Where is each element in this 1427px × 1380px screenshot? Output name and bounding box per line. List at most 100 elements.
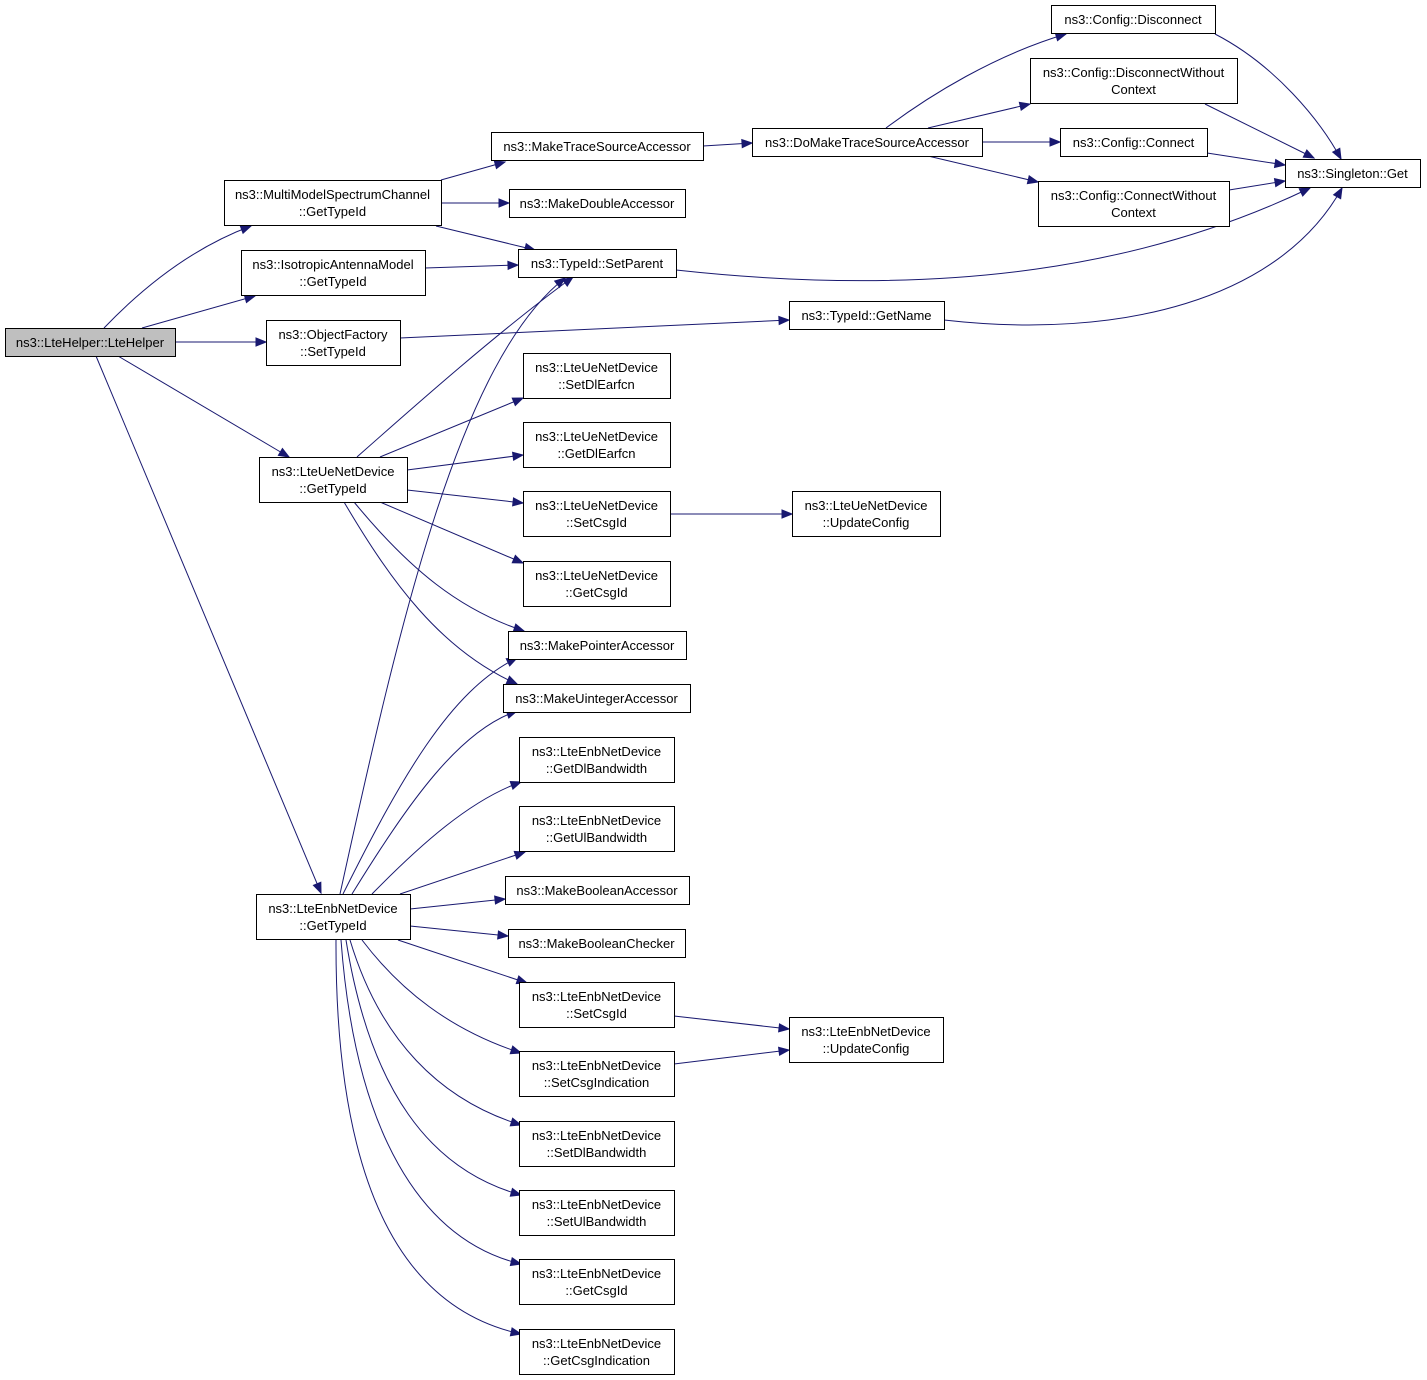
node-iso-gettypeid[interactable]: ns3::IsotropicAntennaModel::GetTypeId bbox=[241, 250, 426, 296]
edge-enb_gettypeid-to-enb_getdlbw bbox=[371, 781, 523, 895]
node-enb-gettypeid[interactable]: ns3::LteEnbNetDevice::GetTypeId bbox=[256, 894, 411, 940]
edge-arrowhead bbox=[507, 260, 520, 271]
edge-typeid_getname-to-singleton_get bbox=[943, 186, 1343, 326]
node-cfg-connect[interactable]: ns3::Config::Connect bbox=[1060, 128, 1208, 157]
edge-line bbox=[673, 1049, 790, 1065]
node-box bbox=[523, 561, 671, 607]
node-enb-updateconfig[interactable]: ns3::LteEnbNetDevice::UpdateConfig bbox=[789, 1017, 944, 1063]
node-make-uinteger[interactable]: ns3::MakeUintegerAccessor bbox=[503, 684, 691, 713]
node-ue-gettypeid[interactable]: ns3::LteUeNetDevice::GetTypeId bbox=[259, 457, 408, 503]
edge-enb_gettypeid-to-make_bool_acc bbox=[409, 895, 507, 910]
node-box bbox=[523, 353, 671, 399]
node-label-line: ns3::LteEnbNetDevice bbox=[268, 901, 397, 916]
node-enb-getcsgind[interactable]: ns3::LteEnbNetDevice::GetCsgIndication bbox=[519, 1329, 675, 1375]
node-box bbox=[503, 684, 691, 713]
node-typeid-getname[interactable]: ns3::TypeId::GetName bbox=[789, 301, 945, 330]
node-box bbox=[259, 457, 408, 503]
node-enb-setcsgind[interactable]: ns3::LteEnbNetDevice::SetCsgIndication bbox=[519, 1051, 675, 1097]
node-box bbox=[519, 1051, 675, 1097]
edge-arrowhead bbox=[509, 1045, 523, 1055]
node-make-trace[interactable]: ns3::MakeTraceSourceAccessor bbox=[491, 132, 704, 161]
edge-ue_gettypeid-to-ue_setcsgid bbox=[406, 489, 525, 507]
node-box bbox=[1038, 181, 1230, 227]
node-make-bool-acc[interactable]: ns3::MakeBooleanAccessor bbox=[505, 876, 690, 905]
node-label-line: ns3::Config::ConnectWithout bbox=[1051, 188, 1217, 203]
edge-ue_gettypeid-to-make_uinteger bbox=[343, 501, 519, 685]
edge-arrowhead bbox=[509, 1327, 523, 1337]
edge-ue_gettypeid-to-typeid_setparent bbox=[356, 276, 575, 458]
edge-line bbox=[141, 295, 256, 329]
node-make-pointer[interactable]: ns3::MakePointerAccessor bbox=[508, 631, 687, 660]
edge-enb_gettypeid-to-enb_getcsgid bbox=[340, 939, 523, 1267]
edge-enb_gettypeid-to-make_uinteger bbox=[351, 709, 519, 895]
edge-line bbox=[399, 319, 790, 339]
node-typeid-setparent[interactable]: ns3::TypeId::SetParent bbox=[518, 249, 677, 278]
edge-arrowhead bbox=[778, 315, 791, 326]
edge-cfg_connect_wc-to-singleton_get bbox=[1228, 177, 1287, 191]
node-label-line: ns3::MakeDoubleAccessor bbox=[520, 196, 675, 211]
node-box bbox=[224, 180, 442, 226]
edge-line bbox=[349, 939, 522, 1126]
node-cfg-disconnect[interactable]: ns3::Config::Disconnect bbox=[1051, 5, 1216, 34]
node-make-double[interactable]: ns3::MakeDoubleAccessor bbox=[509, 189, 686, 218]
node-singleton-get[interactable]: ns3::Singleton::Get bbox=[1285, 159, 1421, 188]
edge-enb_gettypeid-to-typeid_setparent bbox=[339, 277, 567, 895]
node-box bbox=[1030, 58, 1238, 104]
node-mm-gettypeid[interactable]: ns3::MultiModelSpectrumChannel::GetTypeI… bbox=[224, 180, 442, 226]
node-label-line: ns3::LteUeNetDevice bbox=[272, 464, 395, 479]
node-box bbox=[519, 982, 675, 1028]
edge-arrowhead bbox=[1302, 149, 1316, 159]
edge-ue_setcsgid-to-ue_updateconfig bbox=[670, 509, 794, 519]
edge-enb_gettypeid-to-enb_setdlbw bbox=[349, 939, 523, 1127]
node-domake-trace[interactable]: ns3::DoMakeTraceSourceAccessor bbox=[752, 128, 983, 157]
node-enb-setulbw[interactable]: ns3::LteEnbNetDevice::SetUlBandwidth bbox=[519, 1190, 675, 1236]
edge-arrowhead bbox=[509, 1256, 523, 1267]
node-box bbox=[752, 128, 983, 157]
edge-line bbox=[406, 454, 524, 471]
edge-line bbox=[379, 501, 524, 564]
edge-arrowhead bbox=[509, 1187, 523, 1197]
edge-cfg_disconnect_wc-to-singleton_get bbox=[1204, 103, 1316, 159]
node-label-line: ns3::MakeUintegerAccessor bbox=[515, 691, 678, 706]
edge-lte_helper-to-mm_gettypeid bbox=[103, 225, 253, 329]
node-enb-getulbw[interactable]: ns3::LteEnbNetDevice::GetUlBandwidth bbox=[519, 806, 675, 852]
edge-of_settypeid-to-typeid_getname bbox=[399, 315, 791, 339]
node-box bbox=[518, 249, 677, 278]
node-label-line: ::GetDlEarfcn bbox=[557, 446, 635, 461]
node-label-line: Context bbox=[1111, 205, 1156, 220]
edge-arrowhead bbox=[497, 930, 510, 940]
node-label-line: ns3::Config::Connect bbox=[1073, 135, 1195, 150]
edge-domake_trace-to-cfg_disconnect_wc bbox=[927, 101, 1032, 129]
call-graph-nodes: ns3::LteHelper::LteHelper ns3::MultiModel… bbox=[5, 5, 1421, 1375]
edge-domake_trace-to-cfg_connect_wc bbox=[927, 155, 1040, 185]
edge-line bbox=[343, 501, 518, 685]
node-label-line: Context bbox=[1111, 82, 1156, 97]
node-enb-setcsgid[interactable]: ns3::LteEnbNetDevice::SetCsgId bbox=[519, 982, 675, 1028]
node-ue-getcsgid[interactable]: ns3::LteUeNetDevice::GetCsgId bbox=[523, 561, 671, 607]
node-label-line: ns3::MakeTraceSourceAccessor bbox=[503, 139, 691, 154]
edge-arrowhead bbox=[277, 447, 291, 458]
edge-line bbox=[340, 939, 522, 1265]
edge-line bbox=[1214, 33, 1342, 160]
edge-arrowhead bbox=[1018, 101, 1032, 112]
node-ue-setcsgid[interactable]: ns3::LteUeNetDevice::SetCsgId bbox=[523, 491, 671, 537]
node-ue-updateconfig[interactable]: ns3::LteUeNetDevice::UpdateConfig bbox=[792, 491, 941, 537]
edge-line bbox=[675, 187, 1311, 282]
edge-line bbox=[353, 501, 525, 632]
node-box bbox=[519, 1329, 675, 1375]
edge-line bbox=[943, 187, 1343, 326]
node-enb-setdlbw[interactable]: ns3::LteEnbNetDevice::SetDlBandwidth bbox=[519, 1121, 675, 1167]
node-ue-setdlearfcn[interactable]: ns3::LteUeNetDevice::SetDlEarfcn bbox=[523, 353, 671, 399]
edge-arrowhead bbox=[778, 1023, 791, 1033]
node-enb-getcsgid[interactable]: ns3::LteEnbNetDevice::GetCsgId bbox=[519, 1259, 675, 1305]
node-lte-helper[interactable]: ns3::LteHelper::LteHelper bbox=[5, 328, 176, 357]
edge-ue_gettypeid-to-ue_setdlearfcn bbox=[379, 397, 525, 458]
node-ue-getdlearfcn[interactable]: ns3::LteUeNetDevice::GetDlEarfcn bbox=[523, 422, 671, 468]
node-enb-getdlbw[interactable]: ns3::LteEnbNetDevice::GetDlBandwidth bbox=[519, 737, 675, 783]
node-make-bool-chk[interactable]: ns3::MakeBooleanChecker bbox=[508, 929, 686, 958]
edge-arrowhead bbox=[1273, 158, 1287, 169]
node-of-settypeid[interactable]: ns3::ObjectFactory::SetTypeId bbox=[266, 320, 401, 366]
